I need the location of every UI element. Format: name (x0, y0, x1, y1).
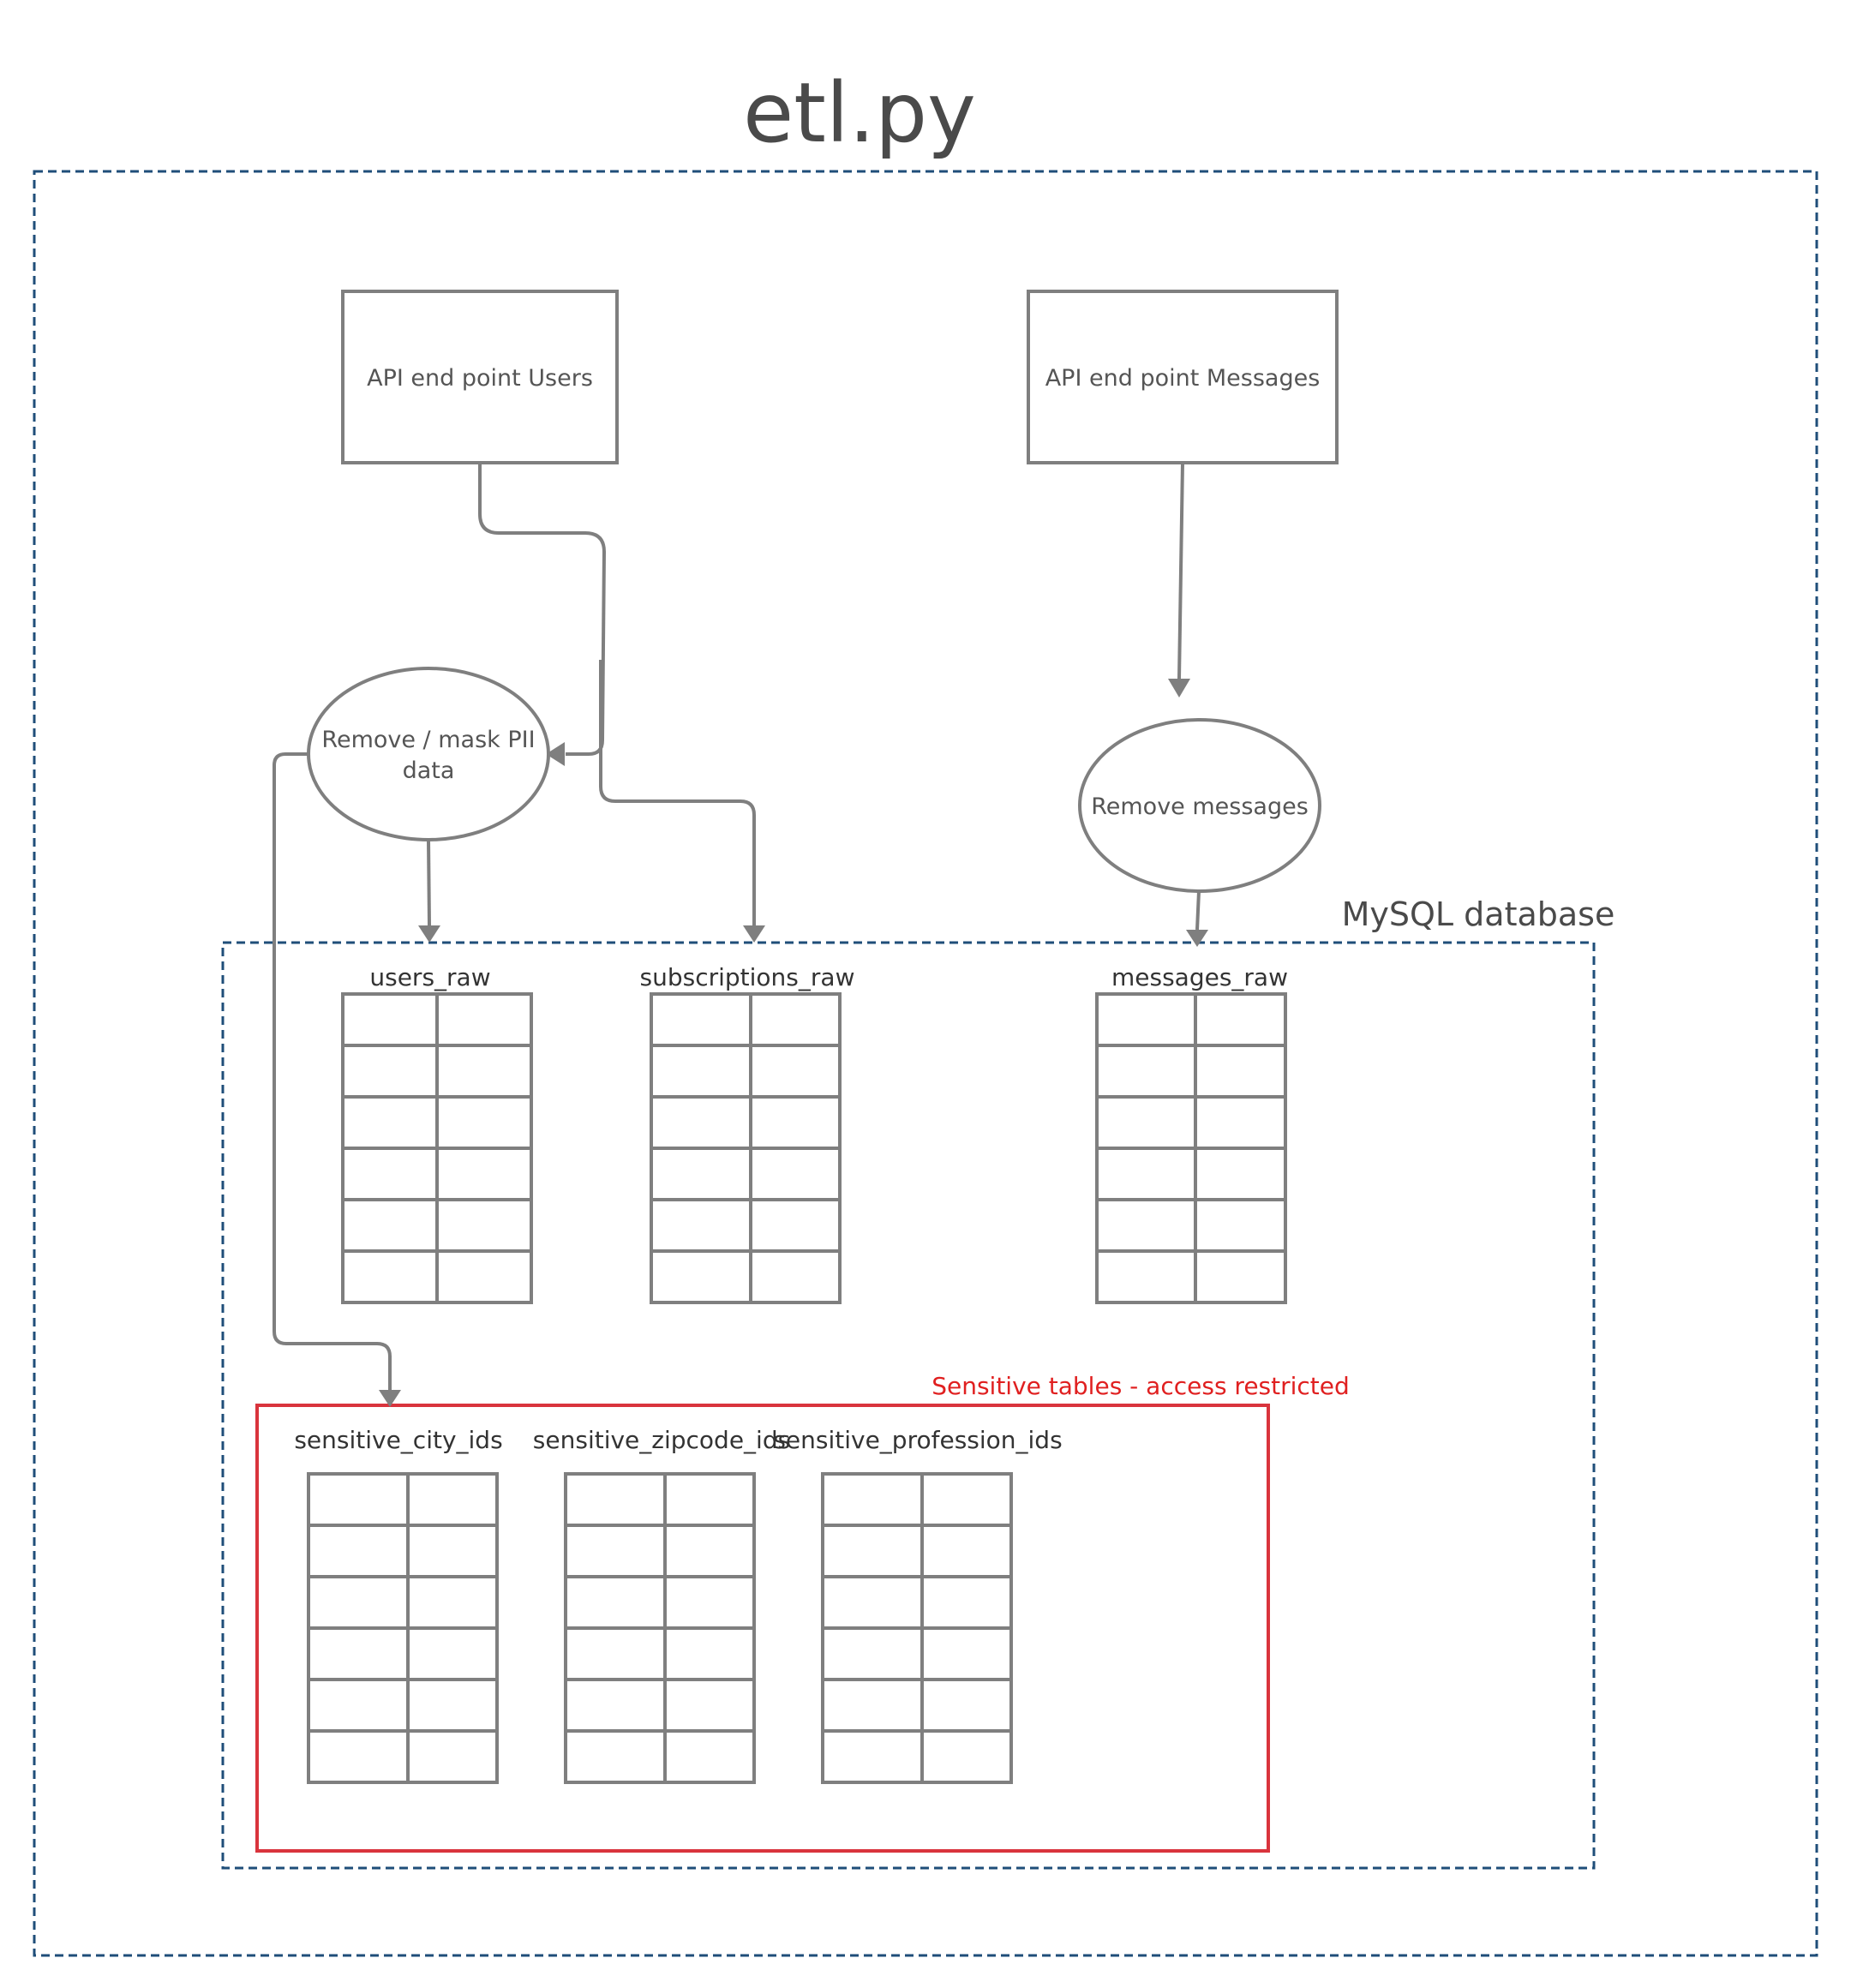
table-label-sensitive-profession-ids: sensitive_profession_ids (773, 1426, 1062, 1454)
etl-frame (33, 170, 1818, 1957)
api-messages-label: API end point Messages (1045, 365, 1321, 392)
edge-users-to-pii (478, 463, 607, 756)
table-messages-raw (1095, 992, 1287, 1304)
table-sensitive-profession-ids (821, 1472, 1013, 1784)
remove-pii-node: Remove / mask PII data (307, 667, 550, 841)
remove-messages-label: Remove messages (1091, 793, 1309, 820)
arrowhead-users-raw (418, 925, 440, 943)
table-label-users-raw: users_raw (369, 963, 490, 991)
remove-pii-label-2: data (403, 757, 455, 784)
api-users-label: API end point Users (367, 365, 593, 392)
table-label-sensitive-zipcode-ids: sensitive_zipcode_ids (533, 1426, 790, 1454)
table-users-raw (341, 992, 533, 1304)
arrowhead-messages-raw (1186, 930, 1208, 947)
mysql-database-label: MySQL database (1342, 895, 1615, 933)
api-users-node: API end point Users (341, 290, 619, 464)
api-messages-node: API end point Messages (1027, 290, 1339, 464)
arrowhead-pii (546, 742, 565, 766)
arrowhead-remove-messages (1168, 679, 1190, 698)
table-subscriptions-raw (650, 992, 842, 1304)
api-users-box (341, 290, 619, 464)
edge-pii-to-sensitive-city (273, 752, 392, 1390)
connectors (273, 462, 1208, 1407)
table-sensitive-zipcode-ids (564, 1472, 756, 1784)
mysql-database-frame (221, 941, 1596, 1870)
edge-users-to-subscriptions (599, 660, 756, 925)
sensitive-tables-label: Sensitive tables - access restricted (931, 1372, 1350, 1400)
sensitive-tables-frame (255, 1404, 1270, 1853)
arrowhead-subscriptions-raw (743, 925, 765, 943)
diagram-title: etl.py (743, 65, 976, 161)
table-sensitive-city-ids (307, 1472, 499, 1784)
arrowhead-sensitive-city (379, 1390, 401, 1407)
remove-messages-node: Remove messages (1078, 718, 1321, 893)
api-messages-box (1027, 290, 1339, 464)
remove-messages-ellipse (1078, 718, 1321, 893)
table-label-subscriptions-raw: subscriptions_raw (640, 963, 855, 991)
edge-pii-to-users-raw (427, 839, 431, 926)
table-label-sensitive-city-ids: sensitive_city_ids (294, 1426, 502, 1454)
edge-remove-to-messages-raw (1195, 890, 1201, 931)
remove-pii-label-1: Remove / mask PII (321, 727, 535, 753)
table-label-messages-raw: messages_raw (1111, 963, 1288, 991)
remove-pii-ellipse (307, 667, 550, 841)
edge-messages-to-remove (1177, 462, 1184, 680)
